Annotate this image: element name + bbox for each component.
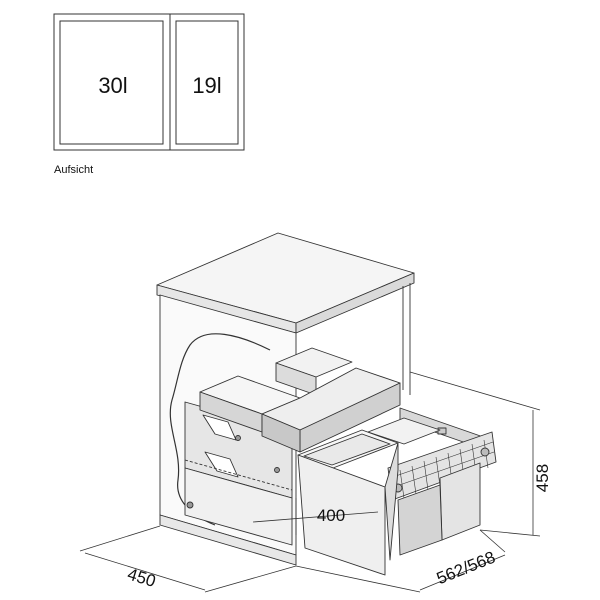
frame-lower [184, 467, 293, 546]
front-bin-small-side [397, 484, 443, 556]
front-bin-large-side [384, 442, 399, 561]
bin-19l-label: 19l [192, 73, 221, 98]
top-view-bin-19l [175, 20, 239, 145]
upper-tray-front [261, 413, 301, 453]
frame-screw-2 [186, 501, 194, 509]
dim-width-ext-b [479, 529, 506, 553]
dim-width-label: 562/568 [434, 548, 498, 589]
countertop-edge-right [295, 272, 415, 334]
upper-bins [199, 347, 401, 453]
bin-30l-label: 30l [98, 73, 127, 98]
dim-400-line [252, 511, 379, 523]
frame-screw-3 [274, 467, 280, 473]
cabinet-plinth [159, 514, 297, 566]
dim-450-ext-a [79, 525, 161, 552]
top-view-bin-30l [59, 20, 164, 145]
dim-458-ext-b [479, 529, 541, 537]
dim-drawer-depth-label: 400 [317, 506, 345, 525]
isometric-view: 450 562/568 458 400 [79, 232, 552, 593]
dim-width-ext-a [295, 565, 421, 593]
front-bin-small-top [367, 417, 441, 445]
dimension-lines [79, 371, 541, 593]
drawer-handle [437, 427, 447, 435]
top-view-caption: Aufsicht [54, 164, 93, 176]
frame-rail [184, 459, 293, 491]
frame-cutout-lower [204, 451, 239, 478]
dim-width-line [419, 554, 506, 591]
drain-hose [169, 333, 271, 526]
dim-450-ext-b [204, 565, 297, 593]
top-view: 30l 19l Aufsicht [53, 13, 245, 176]
dim-height-label: 458 [533, 464, 552, 492]
frame-screw-1 [235, 435, 241, 441]
lower-bins [297, 417, 481, 576]
drawer-bolt-2 [480, 447, 490, 457]
dim-depth-label: 450 [125, 565, 158, 591]
drawer-frame [387, 407, 497, 501]
dim-458-ext-a [409, 371, 541, 411]
dim-450-line [84, 552, 206, 591]
front-bin-large-inner [303, 433, 391, 466]
